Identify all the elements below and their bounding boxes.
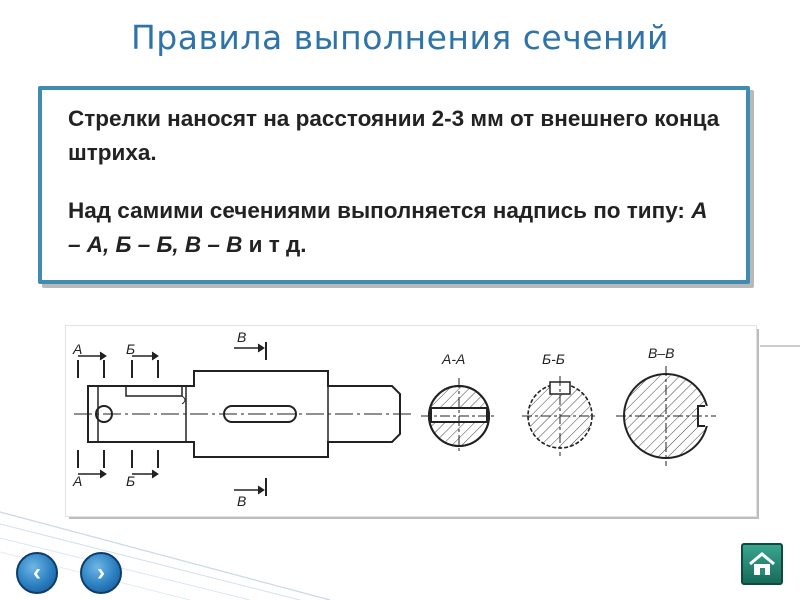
label-b-bottom: Б: [126, 473, 135, 489]
paragraph-arrows: Стрелки наносят на расстоянии 2-3 мм от …: [68, 106, 720, 165]
prev-slide-button[interactable]: ‹: [16, 552, 58, 594]
chevron-right-icon: ›: [97, 559, 105, 586]
label-a-bottom: А: [72, 473, 82, 489]
paragraph-labels: Над самими сечениями выполняется надпись…: [68, 194, 726, 262]
section-aa-label: А-А: [441, 351, 465, 367]
label-v-top: В: [237, 329, 246, 345]
shaft-drawing: А Б В А Б В А-А Б-Б В–В: [66, 326, 756, 516]
section-vv-label: В–В: [648, 345, 674, 361]
paragraph-labels-suffix: и т д.: [242, 232, 307, 257]
label-v-bottom: В: [237, 493, 246, 509]
home-button[interactable]: [741, 543, 783, 585]
paragraph-labels-examples: А – А, Б – Б, В – В: [68, 198, 708, 257]
shaft-drawing-svg: А Б В А Б В А-А Б-Б В–В: [72, 329, 716, 509]
label-a-top: А: [72, 341, 82, 357]
label-b-top: Б: [126, 341, 135, 357]
slide-title: Правила выполнения сечений: [130, 18, 669, 57]
paragraph-labels-prefix: Над самими сечениями выполняется надпись…: [68, 198, 692, 223]
section-bb-label: Б-Б: [542, 351, 565, 367]
text-box: Стрелки наносят на расстоянии 2-3 мм от …: [38, 86, 750, 284]
home-icon: [749, 552, 775, 575]
next-slide-button[interactable]: ›: [80, 552, 122, 594]
chevron-left-icon: ‹: [33, 559, 41, 586]
